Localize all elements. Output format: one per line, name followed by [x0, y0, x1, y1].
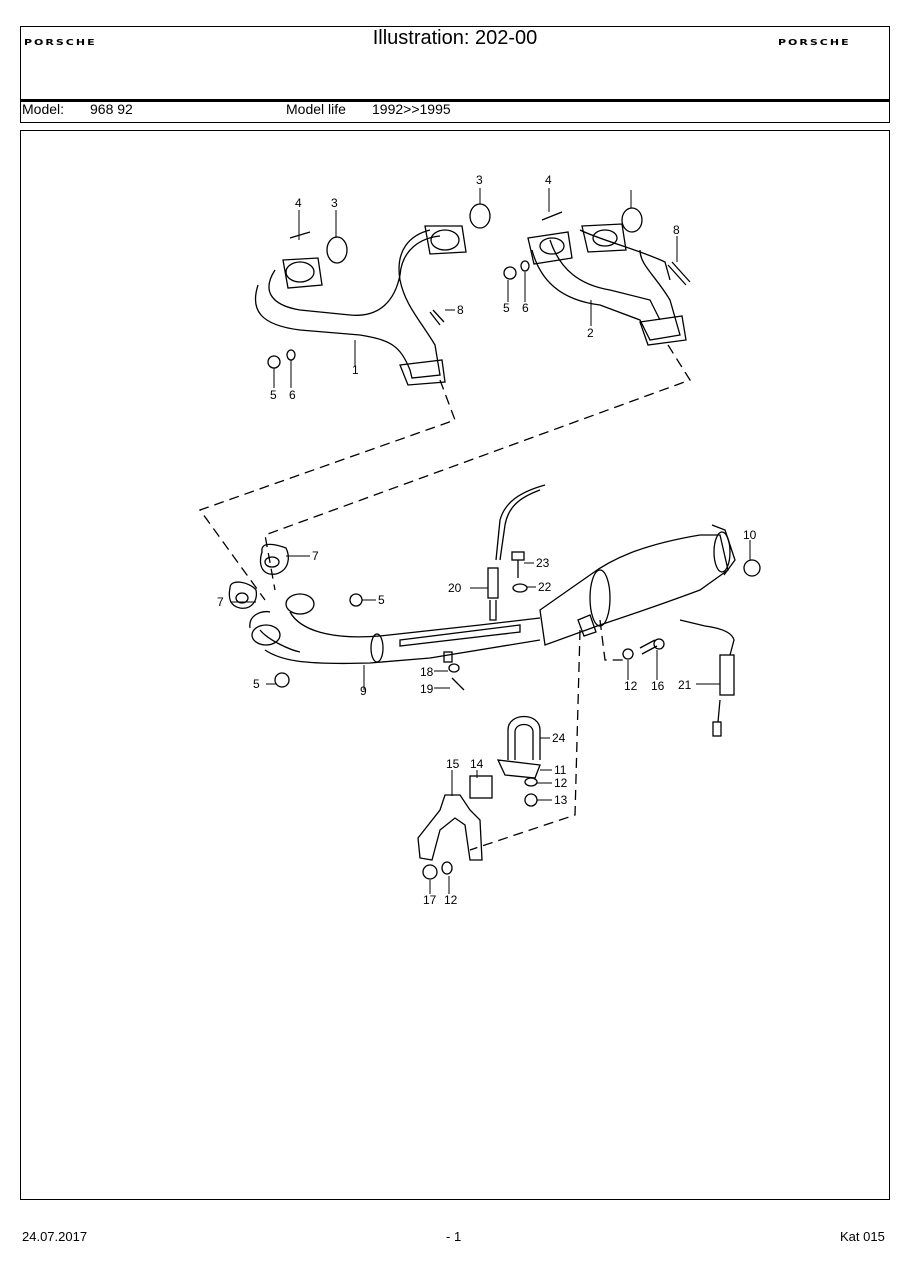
gasket-3-right — [621, 207, 643, 233]
footer-catalog: Kat 015 — [840, 1229, 885, 1244]
clamp-11 — [496, 759, 541, 779]
header-divider — [20, 99, 890, 102]
callout-22: 22 — [538, 580, 552, 594]
callout-18: 18 — [420, 665, 434, 679]
callout-11: 11 — [554, 763, 567, 777]
callout-1: 1 — [352, 363, 359, 377]
callout-labels: 1 2 3 3 4 4 5 5 5 5 6 6 7 7 8 8 9 10 11 … — [217, 173, 757, 907]
callout-5: 5 — [270, 388, 277, 402]
gasket-3-mid — [469, 203, 491, 229]
callout-24: 24 — [552, 731, 566, 745]
callout-4: 4 — [295, 196, 302, 210]
callout-9: 9 — [360, 684, 367, 698]
callout-2: 2 — [587, 326, 594, 340]
porsche-logo-right: PORSCHE — [778, 37, 851, 48]
sensor-cable-21 — [679, 619, 735, 656]
illustration-frame — [20, 130, 890, 1200]
exhaust-manifold-right — [527, 223, 687, 346]
flange-gasket-7-lower — [228, 581, 258, 609]
callout-21: 21 — [678, 678, 692, 692]
callout-6: 6 — [522, 301, 529, 315]
dashed-connectors — [198, 344, 691, 851]
flange-gasket-7-upper — [259, 543, 289, 575]
oxygen-sensor — [487, 484, 546, 621]
callout-14: 14 — [470, 757, 484, 771]
model-life-value: 1992>>1995 — [372, 101, 451, 117]
callout-8: 8 — [673, 223, 680, 237]
footer-page-number: - 1 — [446, 1229, 462, 1244]
exhaust-manifold-left — [254, 225, 467, 386]
callout-12: 12 — [444, 893, 458, 907]
callout-7: 7 — [217, 595, 224, 609]
callout-8: 8 — [457, 303, 464, 317]
bracket-15 — [417, 794, 483, 861]
u-bolt-24 — [507, 716, 541, 760]
callout-3: 3 — [476, 173, 483, 187]
callout-10: 10 — [743, 528, 757, 542]
callout-13: 13 — [554, 793, 568, 807]
gasket-3-left — [326, 236, 348, 264]
callout-5: 5 — [253, 677, 260, 691]
callout-5: 5 — [503, 301, 510, 315]
porsche-logo-left: PORSCHE — [24, 37, 97, 48]
front-pipe — [249, 593, 541, 665]
callout-20: 20 — [448, 581, 462, 595]
callout-6: 6 — [289, 388, 296, 402]
callout-12: 12 — [624, 679, 638, 693]
callout-15: 15 — [446, 757, 460, 771]
callout-23: 23 — [536, 556, 550, 570]
callout-12: 12 — [554, 776, 568, 790]
callout-4: 4 — [545, 173, 552, 187]
model-life-label: Model life — [286, 101, 346, 117]
header-frame — [20, 26, 890, 123]
model-label: Model: — [22, 101, 65, 117]
model-value: 968 92 — [90, 101, 133, 117]
callout-19: 19 — [420, 682, 434, 696]
callout-7: 7 — [312, 549, 319, 563]
footer-date: 24.07.2017 — [22, 1229, 88, 1244]
callout-17: 17 — [423, 893, 437, 907]
mount-14 — [469, 775, 493, 799]
catalytic-converter — [539, 524, 761, 646]
callout-16: 16 — [651, 679, 665, 693]
callout-5: 5 — [378, 593, 385, 607]
callout-3: 3 — [331, 196, 338, 210]
page-title: Illustration: 202-00 — [372, 27, 538, 49]
